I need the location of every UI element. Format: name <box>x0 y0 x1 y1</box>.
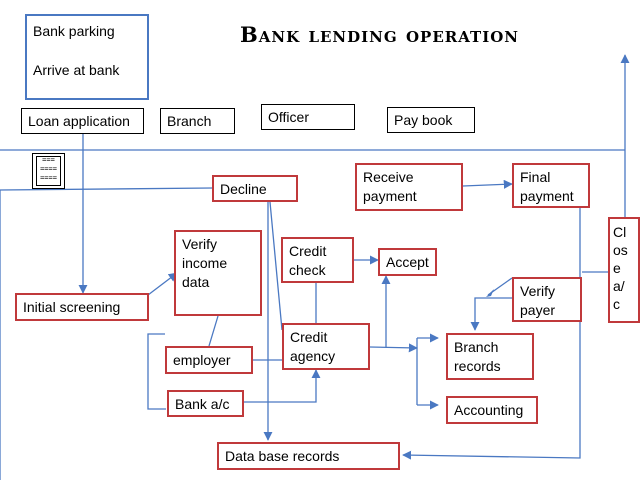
verify-income-node: Verify income data <box>174 230 262 316</box>
receive-payment-node: Receive payment <box>355 163 463 211</box>
page-title: Bank lending operation <box>240 22 520 47</box>
screening-to-verify-arrow <box>147 272 178 296</box>
accept-node: Accept <box>378 248 437 276</box>
credit-check-node: Credit check <box>281 237 354 283</box>
accounting-node: Accounting <box>446 396 538 424</box>
officer-box: Officer <box>261 104 355 130</box>
verify-to-employer-line <box>208 315 219 347</box>
bank-ac-node: Bank a/c <box>167 390 244 417</box>
decline-left-line <box>0 187 213 480</box>
database-records-node: Data base records <box>217 442 400 470</box>
credit-agency-node: Credit agency <box>282 323 370 370</box>
decline-node: Decline <box>212 175 298 202</box>
legend-line-3: ==== <box>40 174 57 182</box>
payer-accept-arrowhead <box>486 289 494 297</box>
legend-icon: === ==== ==== <box>32 153 65 189</box>
close-ac-node: Cl os e a/ c <box>608 217 640 323</box>
branch-records-node: Branch records <box>446 333 534 380</box>
loan-application-box: Loan application <box>21 108 144 134</box>
bank-parking-box: Bank parking Arrive at bank <box>25 14 149 100</box>
arrive-at-bank-label: Arrive at bank <box>33 62 120 78</box>
branch-box: Branch <box>160 108 235 134</box>
bankac-to-agency-arrow <box>244 369 321 403</box>
initial-screening-node: Initial screening <box>15 293 149 321</box>
legend-inner-border <box>36 156 61 186</box>
final-payment-node: Final payment <box>512 163 590 208</box>
agency-to-junction-arrow <box>369 343 418 353</box>
verify-payer-node: Verify payer <box>512 277 582 322</box>
bank-parking-label: Bank parking <box>33 23 115 39</box>
employer-node: employer <box>165 346 253 374</box>
pay-book-box: Pay book <box>387 107 475 133</box>
employer-bracket-line <box>147 333 166 410</box>
legend-line-1: === <box>42 156 55 164</box>
decline-to-credit-line <box>269 201 283 331</box>
legend-line-2: ==== <box>40 165 57 173</box>
payer-to-branch-arrow <box>470 297 512 331</box>
receive-to-final-arrow <box>462 179 513 189</box>
